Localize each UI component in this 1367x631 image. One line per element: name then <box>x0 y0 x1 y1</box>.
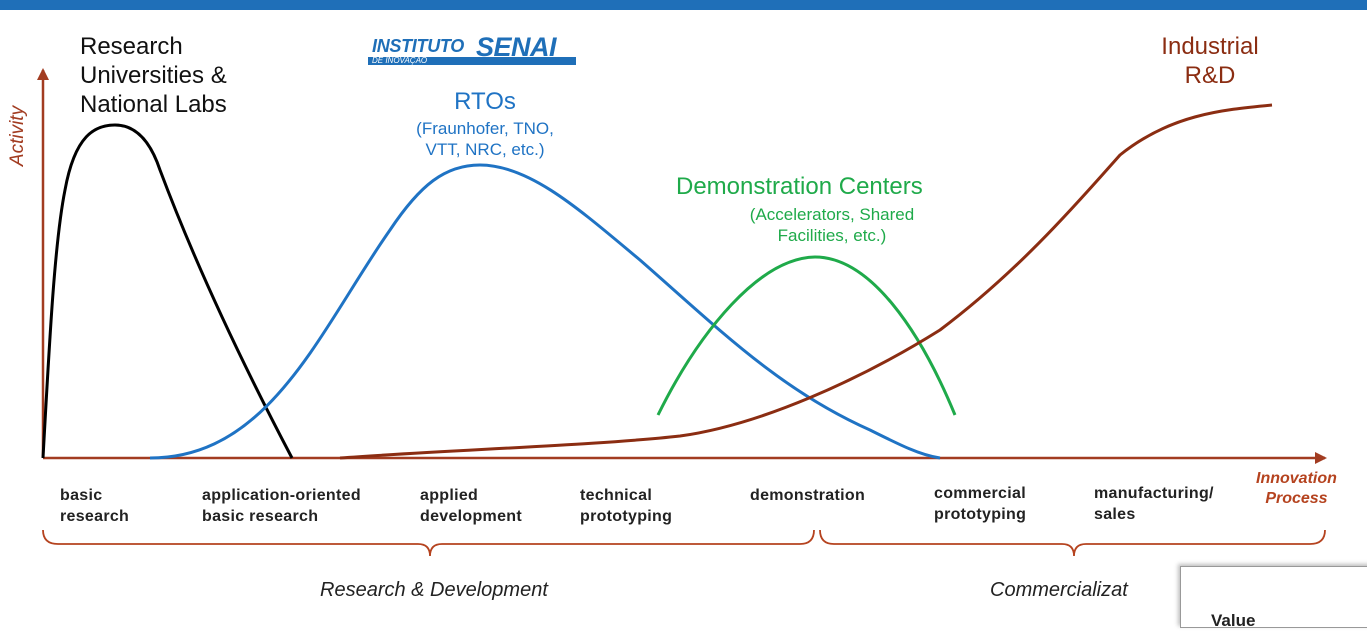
x-axis-label: Innovation Process <box>1256 470 1337 507</box>
universities-label: Research Universities & National Labs <box>80 33 227 118</box>
commercialization-bracket <box>819 529 1326 557</box>
demo-curve <box>656 255 957 416</box>
stage-label: demonstration <box>750 487 866 504</box>
logo-word-instituto: INSTITUTO <box>372 36 464 56</box>
innovation-diagram <box>37 68 1327 557</box>
value-popup: Value <box>1180 566 1367 630</box>
demo-centers-examples: (Accelerators, Shared Facilities, etc.) <box>749 205 915 245</box>
logo-bar <box>368 57 576 65</box>
value-label: Value <box>1211 611 1256 630</box>
industrial-rd-label: Industrial R&D <box>1161 33 1259 89</box>
logo-word-senai: SENAI <box>476 32 557 62</box>
logo-tagline: DE INOVAÇÃO <box>372 56 428 65</box>
rtos-examples: (Fraunhofer, TNO, VTT, NRC, etc.) <box>416 119 554 159</box>
y-axis-label: Activity <box>7 105 28 167</box>
stage-label: technical prototyping <box>580 487 673 525</box>
rtos-curve <box>149 163 941 460</box>
industrial-curve <box>339 103 1273 460</box>
stage-label: commercial prototyping <box>934 485 1027 523</box>
stage-label: applied development <box>420 487 522 525</box>
rtos-label: RTOs <box>454 88 516 115</box>
demo-centers-label: Demonstration Centers <box>676 173 923 200</box>
stage-label: basic research <box>60 487 130 525</box>
commercialization-phase-label: Commercializat <box>990 579 1128 601</box>
universities-curve <box>41 123 294 459</box>
stage-label: application-oriented basic research <box>202 487 361 525</box>
stage-label: manufacturing/ sales <box>1094 485 1214 523</box>
top-accent-bar <box>0 0 1367 10</box>
instituto-senai-logo: INSTITUTO SENAI DE INOVAÇÃO <box>368 32 576 76</box>
rd-bracket <box>42 529 815 557</box>
rd-phase-label: Research & Development <box>320 579 548 601</box>
